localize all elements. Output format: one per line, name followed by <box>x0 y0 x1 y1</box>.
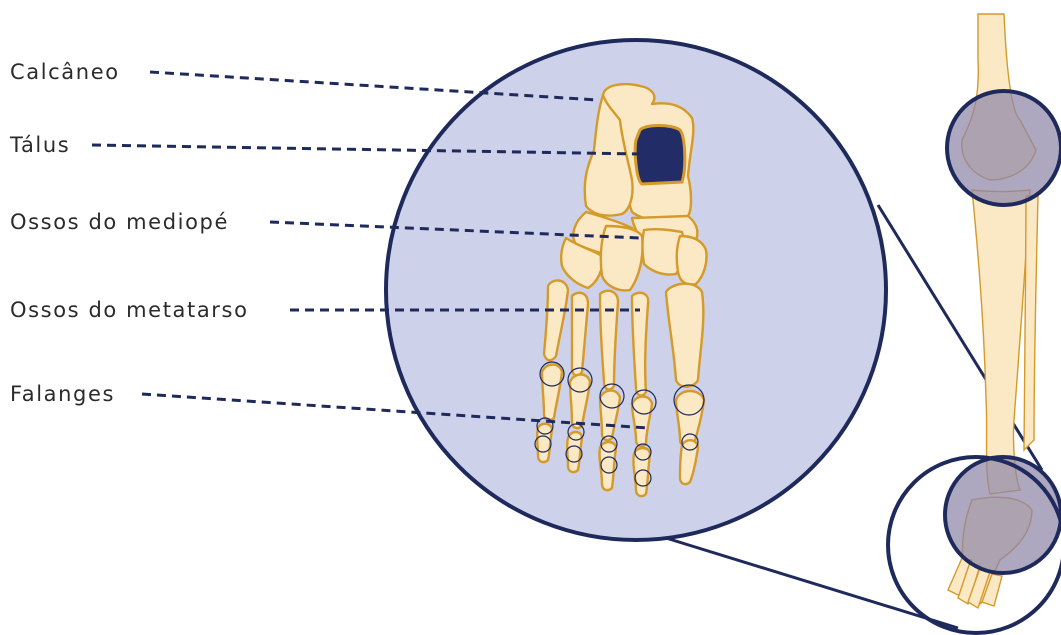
knee-highlight-circle <box>947 91 1061 205</box>
label-calcaneo: Calcâneo <box>10 60 120 84</box>
ankle-highlight-circle <box>945 457 1061 573</box>
talus-bone <box>635 126 685 185</box>
label-metatarso: Ossos do metatarso <box>10 298 249 322</box>
label-talus: Tálus <box>9 133 70 157</box>
label-mediope: Ossos do mediopé <box>10 210 229 234</box>
label-falanges: Falanges <box>10 382 115 406</box>
